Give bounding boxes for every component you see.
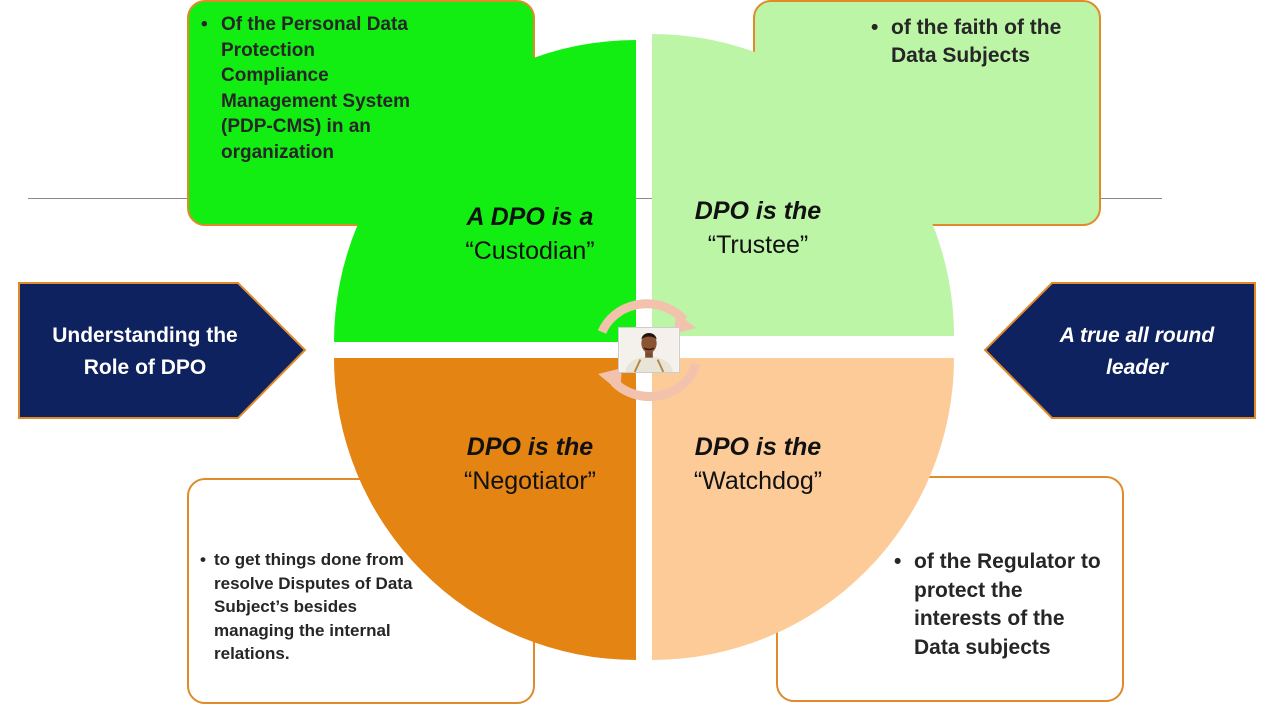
right-pointer-shape [983,282,1256,419]
cycle-arrows-icon [597,299,701,402]
quadrant-custodian [334,40,636,342]
quadrant-trustee [652,34,954,336]
watchdog-description: of the Regulator to protect the interest… [894,548,1114,662]
custodian-description: Of the Personal Data Protection Complian… [201,12,421,165]
left-pointer-shape [18,282,307,419]
cycle-arrowhead-bottom [598,368,622,392]
left-pointer-label: Understanding the Role of DPO [52,324,238,379]
watchdog-label: DPO is the “Watchdog” [693,433,823,495]
avatar [618,327,680,373]
trustee-label: DPO is the “Trustee” [694,197,822,259]
trustee-description: of the faith of the Data Subjects [871,14,1091,70]
right-pointer-label: A true all round leader [1059,324,1215,379]
custodian-label: A DPO is a “Custodian” [465,203,595,265]
quadrant-negotiator [334,358,636,660]
negotiator-description: to get things done from resolve Disputes… [200,548,434,666]
quadrant-watchdog [652,358,954,660]
negotiator-label: DPO is the “Negotiator” [464,433,596,495]
